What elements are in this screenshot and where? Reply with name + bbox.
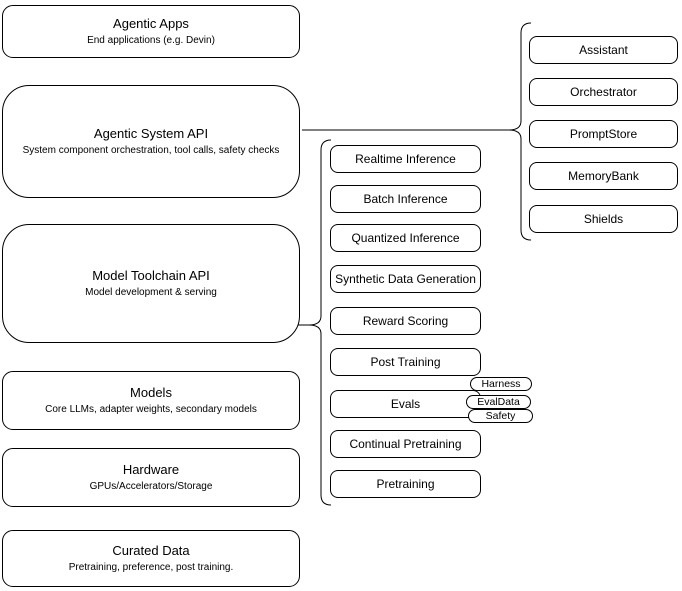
layer-title: Hardware <box>122 462 180 477</box>
node-quantized-inference: Quantized Inference <box>330 224 481 252</box>
layer-subtitle: System component orchestration, tool cal… <box>22 145 280 156</box>
node-promptstore: PromptStore <box>529 120 678 148</box>
tag-harness: Harness <box>470 377 532 391</box>
node-synthetic-data-generation: Synthetic Data Generation <box>330 265 481 293</box>
node-batch-inference: Batch Inference <box>330 185 481 213</box>
node-pretraining: Pretraining <box>330 470 481 498</box>
toolchain-group-brace <box>308 139 332 506</box>
node-realtime-inference: Realtime Inference <box>330 145 481 173</box>
layer-subtitle: End applications (e.g. Devin) <box>87 35 215 46</box>
node-continual-pretraining: Continual Pretraining <box>330 430 481 458</box>
layer-subtitle: Pretraining, preference, post training. <box>68 562 234 573</box>
layer-agentic-system-api: Agentic System API System component orch… <box>2 85 300 198</box>
node-orchestrator: Orchestrator <box>529 78 678 106</box>
layer-hardware: Hardware GPUs/Accelerators/Storage <box>2 448 300 507</box>
layer-agentic-apps: Agentic Apps End applications (e.g. Devi… <box>2 5 300 58</box>
node-memorybank: MemoryBank <box>529 162 678 190</box>
node-post-training: Post Training <box>330 348 481 376</box>
system-group-brace <box>508 22 532 241</box>
layer-title: Agentic Apps <box>113 16 189 31</box>
layer-model-toolchain-api: Model Toolchain API Model development & … <box>2 224 300 343</box>
layer-title: Models <box>130 385 172 400</box>
layer-subtitle: Model development & serving <box>85 287 217 298</box>
node-assistant: Assistant <box>529 36 678 64</box>
tag-evaldata: EvalData <box>466 395 531 409</box>
layer-subtitle: GPUs/Accelerators/Storage <box>89 481 213 492</box>
layer-curated-data: Curated Data Pretraining, preference, po… <box>2 530 300 587</box>
layer-models: Models Core LLMs, adapter weights, secon… <box>2 371 300 430</box>
layer-subtitle: Core LLMs, adapter weights, secondary mo… <box>45 404 257 415</box>
layer-title: Agentic System API <box>93 126 209 141</box>
layer-title: Model Toolchain API <box>92 268 210 283</box>
node-reward-scoring: Reward Scoring <box>330 307 481 335</box>
layer-title: Curated Data <box>112 543 190 558</box>
node-evals: Evals <box>330 390 481 418</box>
tag-safety: Safety <box>468 409 533 423</box>
node-shields: Shields <box>529 205 678 233</box>
